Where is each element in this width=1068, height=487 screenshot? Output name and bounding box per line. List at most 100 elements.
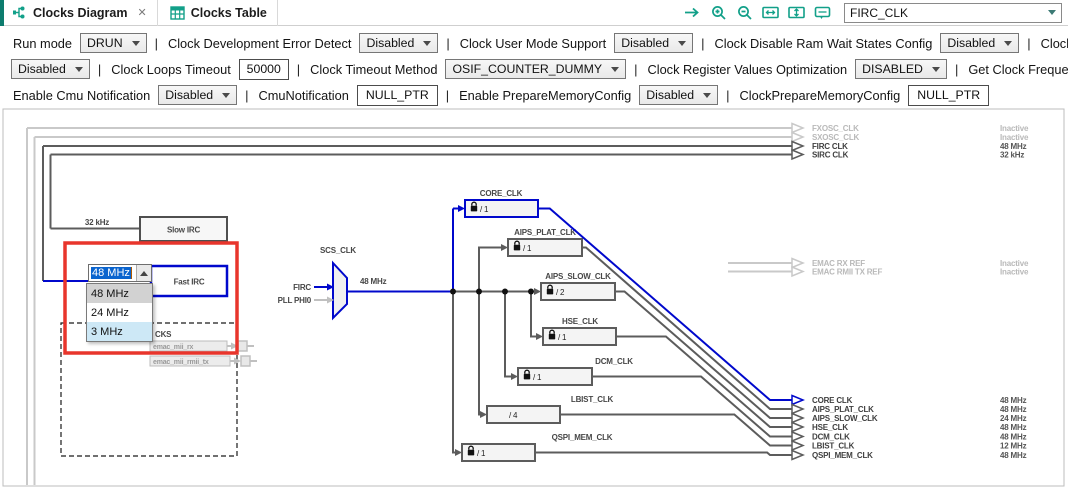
- slow-irc-box: [139, 216, 228, 242]
- wire: [452, 291, 455, 454]
- separator: |: [245, 87, 249, 103]
- arrow-head: [536, 333, 543, 340]
- arrow-head: [791, 257, 805, 269]
- arrow-head: [791, 449, 805, 461]
- setting-label: Clock Disable Ram Wait States Config: [714, 35, 933, 51]
- setting-select[interactable]: DISABLED: [855, 59, 947, 79]
- arrow-head: [458, 205, 465, 212]
- setting-select[interactable]: OSIF_COUNTER_DUMMY: [445, 59, 627, 79]
- arrow-head: [791, 421, 805, 433]
- chevron-down-icon: [931, 66, 940, 72]
- chevron-down-icon: [611, 66, 620, 72]
- zoom-in-icon[interactable]: [710, 4, 727, 21]
- output-label: AIPS_SLOW_CLK: [812, 414, 878, 423]
- setting-select[interactable]: Disabled: [940, 33, 1020, 53]
- setting-select[interactable]: Disabled: [158, 85, 238, 105]
- clock-divider-box: [517, 367, 593, 386]
- mux-label: SCS_CLK: [320, 246, 356, 255]
- setting-input[interactable]: NULL_PTR: [908, 84, 990, 106]
- separator: |: [701, 35, 705, 51]
- setting-select[interactable]: Disabled: [11, 59, 90, 79]
- arrow-head: [327, 283, 334, 291]
- fit-height-icon[interactable]: [788, 4, 805, 21]
- clock-selector-combobox[interactable]: FIRC_CLK: [844, 2, 1062, 23]
- tab-clocks-table[interactable]: Clocks Table: [158, 0, 278, 26]
- source-value: 32 kHz: [1000, 151, 1024, 160]
- wire: [616, 335, 792, 428]
- setting-select[interactable]: DRUN: [80, 33, 147, 53]
- frequency-option[interactable]: 24 MHz: [91, 306, 129, 319]
- output-value: 48 MHz: [1000, 451, 1027, 460]
- divider-value: / 1: [523, 244, 532, 253]
- lock-icon: [468, 445, 474, 450]
- setting-select[interactable]: Disabled: [359, 33, 439, 53]
- arrow-head: [791, 439, 805, 452]
- frequency-options-list: 48 MHz 24 MHz 3 MHz: [86, 283, 153, 342]
- arrow-head: [791, 148, 805, 161]
- frequency-option[interactable]: 48 MHz: [87, 284, 152, 303]
- arrow-head: [511, 373, 518, 380]
- chevron-down-icon: [222, 92, 231, 98]
- divider-value: / 1: [558, 333, 567, 342]
- emac-signal-label: emac_mii_rmii_tx: [153, 359, 209, 366]
- source-value: Inactive: [1000, 133, 1029, 142]
- emac-signal-box: [149, 340, 228, 352]
- arrow-head: [791, 140, 805, 152]
- arrow-head: [231, 342, 238, 350]
- output-value: 24 MHz: [1000, 414, 1027, 423]
- setting-select[interactable]: Disabled: [639, 85, 719, 105]
- junction-dot: [528, 288, 534, 295]
- emac-connector: [240, 355, 251, 367]
- setting-input[interactable]: 50000: [238, 58, 289, 80]
- frequency-option[interactable]: 3 MHz: [87, 322, 152, 341]
- chevron-down-icon: [423, 40, 432, 46]
- tab-clocks-diagram[interactable]: Clocks Diagram ✕: [0, 0, 158, 26]
- cks-label: CKS: [155, 330, 172, 339]
- emac-label: EMAC RMII TX REF: [812, 268, 882, 277]
- close-icon[interactable]: ✕: [137, 7, 147, 19]
- separator: |: [726, 87, 730, 103]
- lock-icon: [524, 369, 530, 374]
- junction-dot: [450, 288, 456, 295]
- lock-icon: [467, 449, 475, 456]
- fit-width-icon[interactable]: [762, 4, 779, 21]
- arrow-head: [455, 449, 462, 456]
- output-value: 12 MHz: [1000, 442, 1027, 451]
- arrow-head: [791, 394, 805, 406]
- setting-label: Enable PrepareMemoryConfig: [459, 87, 632, 103]
- divider-value: / 4: [509, 411, 518, 420]
- wire: [504, 291, 511, 378]
- source-value: 48 MHz: [1000, 142, 1027, 151]
- diagram-toolbar: FIRC_CLK: [684, 2, 1068, 23]
- fast-irc-box: [149, 264, 229, 298]
- zoom-out-icon[interactable]: [736, 4, 753, 21]
- setting-label: Get Clock Frequency API: [968, 61, 1068, 77]
- text-cursor: [130, 267, 132, 279]
- wire: [592, 375, 792, 438]
- clock-divider-box: [540, 282, 616, 301]
- select-value: OSIF_COUNTER_DUMMY: [452, 62, 603, 76]
- arrow-head: [327, 296, 334, 304]
- lock-icon: [471, 201, 477, 206]
- source-value: Inactive: [1000, 124, 1029, 133]
- emac-value: Inactive: [1000, 268, 1029, 277]
- dropdown-collapse-button[interactable]: [136, 265, 151, 281]
- clocks-diagram-icon: [12, 5, 27, 20]
- clock-divider-box: [542, 327, 617, 346]
- emac-signal-box: [149, 355, 231, 367]
- setting-label: Clock Register Values Optimization: [647, 61, 848, 77]
- select-value: Disabled: [165, 88, 214, 102]
- junction-dot: [476, 288, 482, 295]
- setting-input[interactable]: NULL_PTR: [356, 84, 438, 106]
- separator: |: [954, 61, 959, 77]
- go-to-arrow-icon[interactable]: [684, 4, 701, 21]
- firc-frequency-dropdown[interactable]: 48 MHz: [88, 264, 152, 282]
- show-labels-icon[interactable]: [814, 4, 831, 21]
- emac-label: EMAC RX REF: [812, 259, 865, 268]
- source-label: FIRC CLK: [812, 142, 848, 151]
- setting-select[interactable]: Disabled: [614, 33, 694, 53]
- lock-icon: [549, 329, 555, 334]
- separator: |: [1027, 35, 1031, 51]
- output-label: CORE CLK: [812, 396, 853, 405]
